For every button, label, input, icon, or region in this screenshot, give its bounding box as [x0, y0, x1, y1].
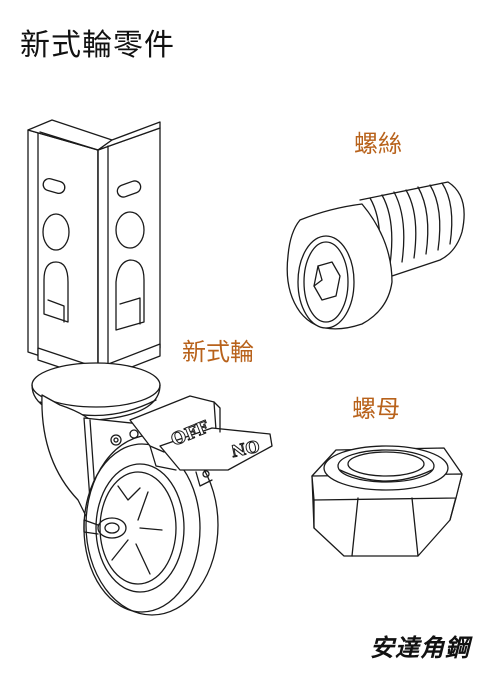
nut-drawing [311, 445, 463, 557]
caster-wheel-drawing: OFF ON [27, 119, 273, 616]
screw-label: 螺絲 [354, 130, 402, 158]
nut-label: 螺母 [352, 395, 400, 423]
brand-signature: 安達角鋼 [370, 633, 470, 662]
screw-drawing [286, 181, 465, 330]
wheel [83, 434, 219, 616]
page-title: 新式輪零件 [20, 28, 175, 63]
angle-iron-post [27, 119, 161, 381]
right-face-slots [115, 180, 145, 331]
caster-label: 新式輪 [182, 338, 254, 366]
left-face-slots [42, 177, 70, 323]
brake-lever: OFF ON [129, 395, 273, 487]
swivel-bearing [31, 362, 161, 421]
screw-threads [369, 182, 453, 267]
